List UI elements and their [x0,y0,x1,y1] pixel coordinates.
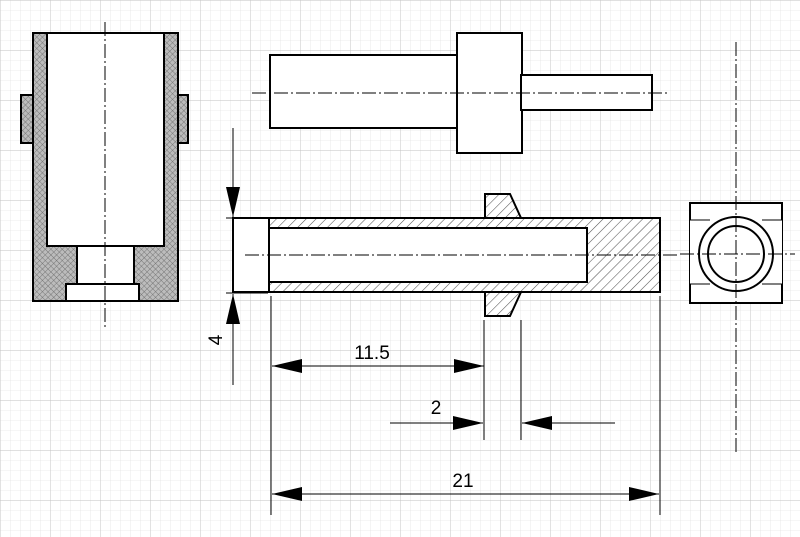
tube-section-view [232,193,678,317]
flange-upper-collar [484,193,523,219]
tube-end-view [680,42,795,455]
shaft-large-body [269,54,459,129]
sleeve-right-lug [177,94,189,144]
dimensions: 4 11.5 2 21 [206,128,661,515]
dimension-label-flange-width: 2 [431,398,442,419]
dimension-label-bore-depth: 11.5 [354,343,390,364]
dimension-label-overall-length: 21 [452,471,473,492]
dimension-label-diameter: 4 [206,334,227,345]
flange-lower-collar [484,291,523,317]
shaft-top-view [252,32,668,154]
sleeve-bottom-slot [65,283,140,302]
sleeve-left-lug [20,94,34,144]
sleeve-section-view [20,22,189,328]
